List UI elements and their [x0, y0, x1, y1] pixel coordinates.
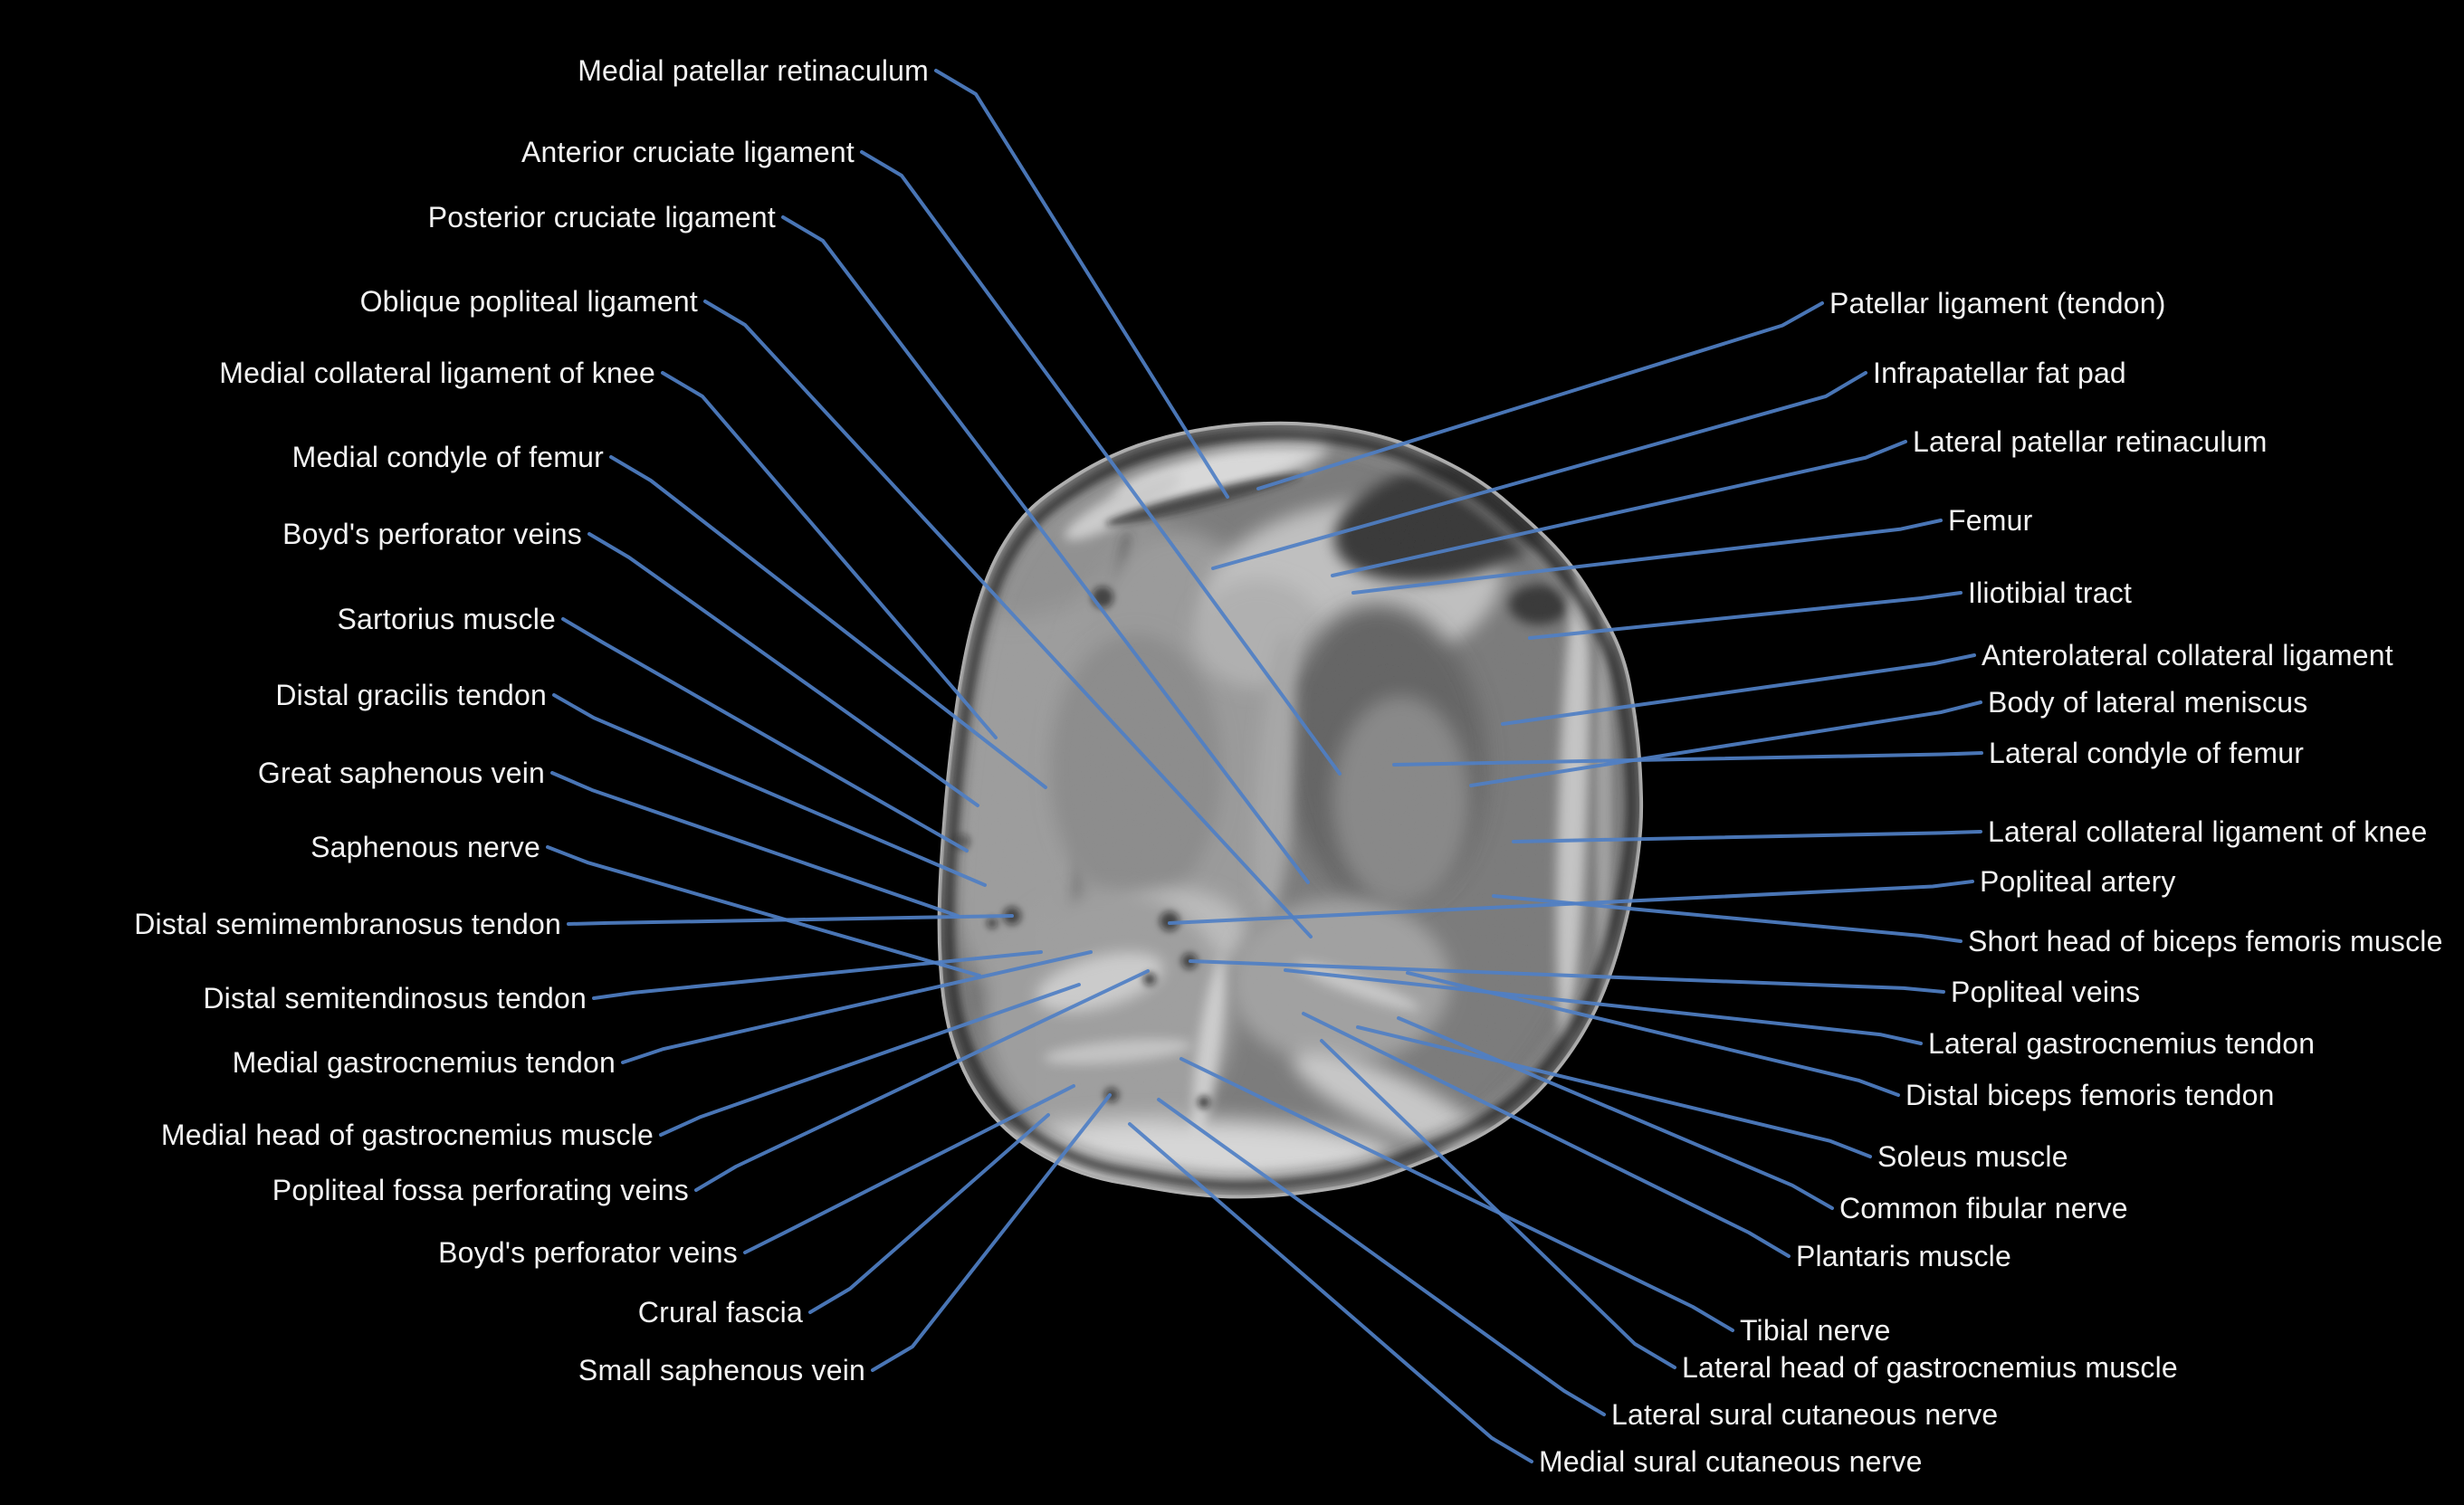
- leader-line-infrapatellar-fat-pad: [1211, 371, 1867, 570]
- leader-line-boyd-s-perforator-veins-2: [743, 1084, 1075, 1254]
- anatomy-label-medial-head-of-gastrocnemius-muscle: Medial head of gastrocnemius muscle: [160, 1119, 654, 1151]
- leader-line-crural-fascia: [808, 1113, 1050, 1314]
- anatomy-label-lateral-gastrocnemius-tendon: Lateral gastrocnemius tendon: [1928, 1027, 2316, 1060]
- leader-line-posterior-cruciate-ligament: [781, 215, 1310, 884]
- anatomy-label-tibial-nerve: Tibial nerve: [1740, 1314, 1891, 1347]
- anatomy-label-popliteal-artery: Popliteal artery: [1980, 865, 2176, 898]
- leader-line-plantaris-muscle: [1302, 1012, 1791, 1258]
- leader-line-medial-patellar-retinaculum: [934, 69, 1229, 499]
- leader-line-great-saphenous-vein: [550, 771, 960, 918]
- anatomy-label-sartorius-muscle: Sartorius muscle: [337, 603, 556, 635]
- anatomy-label-body-of-lateral-meniscus: Body of lateral meniscus: [1988, 686, 2308, 719]
- anatomy-label-lateral-patellar-retinaculum: Lateral patellar retinaculum: [1913, 425, 2268, 458]
- leader-line-sartorius-muscle: [561, 617, 969, 853]
- anatomy-label-crural-fascia: Crural fascia: [637, 1296, 803, 1329]
- leader-line-medial-collateral-ligament-of-knee: [661, 371, 998, 739]
- leader-line-lateral-patellar-retinaculum: [1331, 440, 1907, 577]
- anatomy-label-distal-semitendinosus-tendon: Distal semitendinosus tendon: [203, 982, 587, 1014]
- leader-line-popliteal-artery: [1168, 880, 1974, 925]
- anatomy-label-distal-semimembranosus-tendon: Distal semimembranosus tendon: [134, 908, 561, 940]
- anatomy-label-distal-biceps-femoris-tendon: Distal biceps femoris tendon: [1905, 1079, 2275, 1111]
- leader-line-popliteal-fossa-perforating-veins: [694, 969, 1150, 1192]
- anatomy-label-saphenous-nerve: Saphenous nerve: [310, 831, 540, 863]
- anatomy-label-iliotibial-tract: Iliotibial tract: [1968, 576, 2133, 609]
- anatomy-label-common-fibular-nerve: Common fibular nerve: [1839, 1192, 2128, 1224]
- anatomy-label-posterior-cruciate-ligament: Posterior cruciate ligament: [427, 201, 776, 233]
- anatomy-label-lateral-head-of-gastrocnemius-muscle: Lateral head of gastrocnemius muscle: [1682, 1351, 2178, 1384]
- leader-line-lateral-sural-cutaneous-nerve: [1157, 1098, 1606, 1416]
- anatomy-label-patellar-ligament-tendon: Patellar ligament (tendon): [1829, 287, 2166, 319]
- leader-line-boyd-s-perforator-veins: [587, 532, 979, 807]
- anatomy-label-medial-condyle-of-femur: Medial condyle of femur: [291, 441, 604, 473]
- leader-line-medial-head-of-gastrocnemius-muscle: [659, 983, 1081, 1137]
- anatomy-label-popliteal-fossa-perforating-veins: Popliteal fossa perforating veins: [272, 1174, 689, 1206]
- anatomy-label-small-saphenous-vein: Small saphenous vein: [578, 1354, 865, 1386]
- mri-subcutaneous-ring: [944, 429, 1637, 1191]
- anatomy-label-great-saphenous-vein: Great saphenous vein: [257, 757, 545, 789]
- leader-line-soleus-muscle: [1356, 1025, 1872, 1158]
- anatomy-label-lateral-sural-cutaneous-nerve: Lateral sural cutaneous nerve: [1611, 1398, 1999, 1431]
- leader-line-medial-gastrocnemius-tendon: [621, 950, 1093, 1064]
- leader-line-medial-condyle-of-femur: [609, 455, 1047, 789]
- mri-fascia-ring: [958, 444, 1623, 1176]
- leader-line-medial-sural-cutaneous-nerve: [1128, 1122, 1533, 1463]
- leader-line-iliotibial-tract: [1528, 591, 1963, 640]
- leader-line-anterior-cruciate-ligament: [860, 150, 1342, 776]
- leader-line-common-fibular-nerve: [1397, 1016, 1834, 1210]
- leader-line-lateral-head-of-gastrocnemius-muscle: [1320, 1039, 1676, 1369]
- anatomy-label-medial-gastrocnemius-tendon: Medial gastrocnemius tendon: [232, 1046, 616, 1079]
- leader-line-popliteal-veins: [1189, 959, 1945, 994]
- leader-line-distal-biceps-femoris-tendon: [1406, 971, 1900, 1097]
- anatomy-label-short-head-of-biceps-femoris-muscle: Short head of biceps femoris muscle: [1968, 925, 2443, 957]
- leader-line-lateral-condyle-of-femur: [1392, 751, 1983, 767]
- anatomy-label-medial-collateral-ligament-of-knee: Medial collateral ligament of knee: [219, 357, 655, 389]
- anatomy-label-boyd-s-perforator-veins-2: Boyd's perforator veins: [438, 1236, 738, 1269]
- leader-line-distal-semimembranosus-tendon: [567, 914, 1014, 926]
- mri-skin-outline: [937, 421, 1644, 1199]
- leader-line-lateral-collateral-ligament-of-knee: [1512, 830, 1982, 843]
- anatomy-label-oblique-popliteal-ligament: Oblique popliteal ligament: [359, 285, 698, 318]
- anatomy-label-popliteal-veins: Popliteal veins: [1951, 976, 2141, 1008]
- leader-line-distal-semitendinosus-tendon: [592, 950, 1043, 1000]
- anatomy-label-anterior-cruciate-ligament: Anterior cruciate ligament: [520, 136, 855, 168]
- anatomy-label-plantaris-muscle: Plantaris muscle: [1796, 1240, 2011, 1272]
- anatomy-label-medial-sural-cutaneous-nerve: Medial sural cutaneous nerve: [1539, 1445, 1923, 1478]
- anatomy-label-lateral-collateral-ligament-of-knee: Lateral collateral ligament of knee: [1988, 815, 2428, 848]
- anatomy-label-distal-gracilis-tendon: Distal gracilis tendon: [275, 679, 547, 711]
- anatomy-label-infrapatellar-fat-pad: Infrapatellar fat pad: [1873, 357, 2126, 389]
- leader-line-femur: [1351, 519, 1943, 595]
- leader-line-small-saphenous-vein: [871, 1093, 1112, 1372]
- leader-line-patellar-ligament-tendon: [1256, 301, 1824, 491]
- leader-line-distal-gracilis-tendon: [552, 693, 987, 887]
- anatomy-label-soleus-muscle: Soleus muscle: [1877, 1140, 2068, 1173]
- leader-line-tibial-nerve: [1179, 1057, 1734, 1332]
- anatomy-label-boyd-s-perforator-veins: Boyd's perforator veins: [282, 518, 582, 550]
- leader-line-short-head-of-biceps-femoris-muscle: [1492, 894, 1963, 943]
- leader-lines: [546, 69, 1983, 1463]
- mri-image: [937, 421, 1644, 1199]
- anatomy-label-medial-patellar-retinaculum: Medial patellar retinaculum: [578, 54, 929, 87]
- anatomy-label-anterolateral-collateral-ligament: Anterolateral collateral ligament: [1982, 639, 2393, 672]
- leader-line-anterolateral-collateral-ligament: [1501, 653, 1976, 726]
- anatomy-label-femur: Femur: [1948, 504, 2033, 537]
- leader-line-oblique-popliteal-ligament: [703, 300, 1313, 938]
- anatomy-label-lateral-condyle-of-femur: Lateral condyle of femur: [1989, 737, 2305, 769]
- leader-line-saphenous-nerve: [546, 845, 981, 977]
